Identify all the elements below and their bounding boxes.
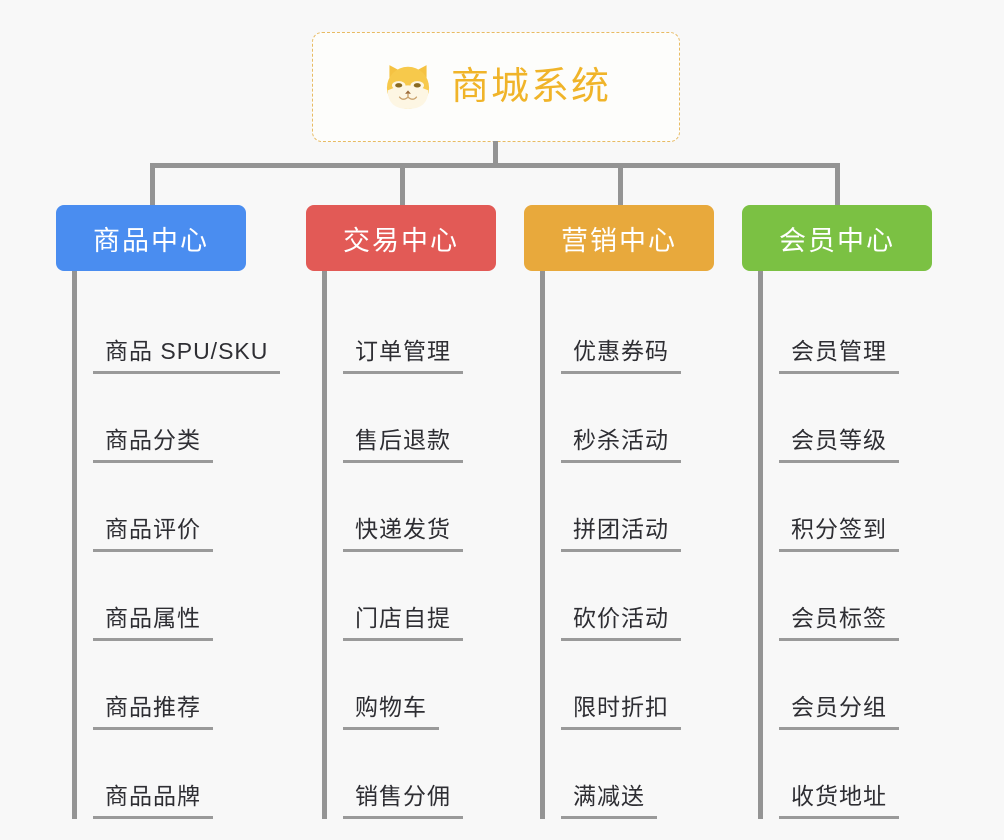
branch-leaf-list-product-center: 商品 SPU/SKU 商品分类 商品评价 商品属性 商品推荐 商品品牌 bbox=[72, 271, 281, 819]
list-item[interactable]: 商品分类 bbox=[93, 374, 246, 463]
list-item[interactable]: 售后退款 bbox=[343, 374, 496, 463]
leaf-label: 快递发货 bbox=[343, 516, 463, 552]
root-title: 商城系统 bbox=[450, 66, 611, 108]
list-item[interactable]: 秒杀活动 bbox=[561, 374, 714, 463]
branch-header-product-center[interactable]: 商品中心 bbox=[56, 205, 246, 271]
leaf-label: 售后退款 bbox=[343, 427, 463, 463]
branch-column-trade-center: 交易中心 订单管理 售后退款 快递发货 门店自提 购物车 销售分佣 bbox=[306, 205, 496, 819]
list-item[interactable]: 商品属性 bbox=[93, 552, 246, 641]
branch-header-label: 营销中心 bbox=[561, 225, 677, 256]
leaf-label: 商品 SPU/SKU bbox=[93, 338, 281, 374]
branch-header-label: 会员中心 bbox=[779, 225, 895, 256]
leaf-label: 商品推荐 bbox=[93, 694, 213, 730]
leaf-label: 购物车 bbox=[343, 694, 439, 730]
leaf-label: 会员等级 bbox=[779, 427, 899, 463]
list-item[interactable]: 商品 SPU/SKU bbox=[93, 285, 281, 374]
list-item[interactable]: 商品推荐 bbox=[93, 641, 246, 730]
branch-column-marketing-center: 营销中心 优惠券码 秒杀活动 拼团活动 砍价活动 限时折扣 满减送 bbox=[524, 205, 714, 819]
leaf-label: 订单管理 bbox=[343, 338, 463, 374]
leaf-label: 砍价活动 bbox=[561, 605, 681, 641]
leaf-label: 商品分类 bbox=[93, 427, 213, 463]
leaf-label: 拼团活动 bbox=[561, 516, 681, 552]
leaf-label: 收货地址 bbox=[779, 783, 899, 819]
list-item[interactable]: 商品评价 bbox=[93, 463, 246, 552]
list-item[interactable]: 会员管理 bbox=[779, 285, 932, 374]
list-item[interactable]: 满减送 bbox=[561, 730, 714, 819]
leaf-label: 会员标签 bbox=[779, 605, 899, 641]
trunk-horizontal-connector bbox=[150, 163, 840, 168]
trunk-vertical-connector bbox=[493, 141, 498, 168]
branch-drop-connector-3 bbox=[618, 163, 623, 207]
list-item[interactable]: 门店自提 bbox=[343, 552, 496, 641]
list-item[interactable]: 购物车 bbox=[343, 641, 496, 730]
list-item[interactable]: 会员标签 bbox=[779, 552, 932, 641]
branch-header-marketing-center[interactable]: 营销中心 bbox=[524, 205, 714, 271]
list-item[interactable]: 订单管理 bbox=[343, 285, 496, 374]
list-item[interactable]: 销售分佣 bbox=[343, 730, 496, 819]
leaf-label: 会员管理 bbox=[779, 338, 899, 374]
branch-header-trade-center[interactable]: 交易中心 bbox=[306, 205, 496, 271]
list-item[interactable]: 快递发货 bbox=[343, 463, 496, 552]
branch-header-member-center[interactable]: 会员中心 bbox=[742, 205, 932, 271]
branch-leaf-list-trade-center: 订单管理 售后退款 快递发货 门店自提 购物车 销售分佣 bbox=[322, 271, 496, 819]
leaf-label: 积分签到 bbox=[779, 516, 899, 552]
list-item[interactable]: 拼团活动 bbox=[561, 463, 714, 552]
branch-drop-connector-1 bbox=[150, 163, 155, 207]
branch-column-member-center: 会员中心 会员管理 会员等级 积分签到 会员标签 会员分组 收货地址 bbox=[742, 205, 932, 819]
branch-leaf-list-member-center: 会员管理 会员等级 积分签到 会员标签 会员分组 收货地址 bbox=[758, 271, 932, 819]
list-item[interactable]: 会员分组 bbox=[779, 641, 932, 730]
list-item[interactable]: 限时折扣 bbox=[561, 641, 714, 730]
leaf-label: 限时折扣 bbox=[561, 694, 681, 730]
leaf-label: 满减送 bbox=[561, 783, 657, 819]
leaf-label: 销售分佣 bbox=[343, 783, 463, 819]
branch-header-label: 商品中心 bbox=[93, 225, 209, 256]
leaf-label: 优惠券码 bbox=[561, 338, 681, 374]
list-item[interactable]: 优惠券码 bbox=[561, 285, 714, 374]
branch-column-product-center: 商品中心 商品 SPU/SKU 商品分类 商品评价 商品属性 商品推荐 商品品牌 bbox=[56, 205, 281, 819]
list-item[interactable]: 积分签到 bbox=[779, 463, 932, 552]
branch-header-label: 交易中心 bbox=[343, 225, 459, 256]
leaf-label: 会员分组 bbox=[779, 694, 899, 730]
leaf-label: 门店自提 bbox=[343, 605, 463, 641]
list-item[interactable]: 商品品牌 bbox=[93, 730, 246, 819]
shiba-dog-face-icon bbox=[386, 65, 430, 109]
root-node[interactable]: 商城系统 bbox=[312, 32, 680, 142]
leaf-label: 商品属性 bbox=[93, 605, 213, 641]
branch-leaf-list-marketing-center: 优惠券码 秒杀活动 拼团活动 砍价活动 限时折扣 满减送 bbox=[540, 271, 714, 819]
list-item[interactable]: 收货地址 bbox=[779, 730, 932, 819]
branch-drop-connector-4 bbox=[835, 163, 840, 207]
leaf-label: 商品评价 bbox=[93, 516, 213, 552]
list-item[interactable]: 会员等级 bbox=[779, 374, 932, 463]
branch-drop-connector-2 bbox=[400, 163, 405, 207]
leaf-label: 秒杀活动 bbox=[561, 427, 681, 463]
leaf-label: 商品品牌 bbox=[93, 783, 213, 819]
list-item[interactable]: 砍价活动 bbox=[561, 552, 714, 641]
